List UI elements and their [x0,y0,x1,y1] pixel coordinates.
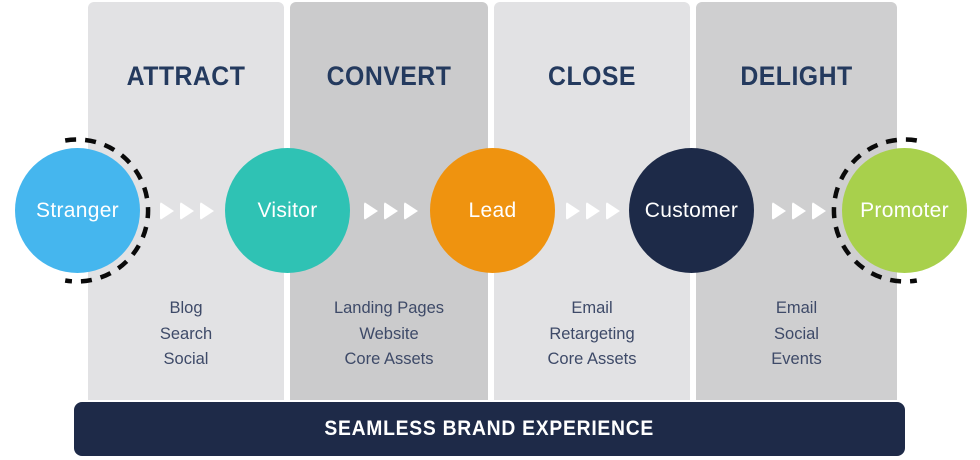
stage-channels-attract: Blog Search Social [88,296,284,373]
channel-item: Email [571,299,613,317]
persona-visitor: Visitor [225,148,350,273]
channel-item: Landing Pages [333,299,445,317]
persona-label: Stranger [36,198,119,222]
stage-channels-delight: Email Social Events [696,296,897,373]
arrow-right-icon [180,202,194,220]
persona-label: Customer [644,198,739,222]
flow-arrows-customer-to-promoter [772,202,826,220]
persona-circle: Lead [430,148,555,273]
channel-item: Core Assets [547,350,637,368]
arrow-right-icon [566,202,580,220]
persona-circle: Promoter [842,148,967,273]
channel-item: Email [775,299,818,317]
stage-channels-convert: Landing Pages Website Core Assets [290,296,488,373]
arrow-right-icon [384,202,398,220]
footer-banner-label: SEAMLESS BRAND EXPERIENCE [324,417,655,440]
arrow-right-icon [812,202,826,220]
persona-label: Lead [468,198,517,222]
persona-circle: Visitor [225,148,350,273]
persona-label: Promoter [860,198,949,222]
arrow-right-icon [606,202,620,220]
stage-title-attract: ATTRACT [126,61,246,91]
stage-channels-close: Email Retargeting Core Assets [494,296,690,373]
stage-title-close: CLOSE [548,61,636,91]
arrow-right-icon [160,202,174,220]
channel-item: Social [774,324,819,343]
flow-arrows-lead-to-customer [566,202,620,220]
channel-item: Blog [169,299,203,317]
arrow-right-icon [772,202,786,220]
channel-item: Search [159,324,213,343]
persona-circle: Stranger [15,148,140,273]
channel-item: Events [771,350,822,368]
arrow-right-icon [404,202,418,220]
stage-title-convert: CONVERT [326,61,452,91]
flow-arrows-visitor-to-lead [364,202,418,220]
arrow-right-icon [364,202,378,220]
persona-lead: Lead [430,148,555,273]
channel-item: Core Assets [344,350,434,368]
footer-banner: SEAMLESS BRAND EXPERIENCE [74,402,905,456]
persona-stranger: Stranger [15,137,151,284]
arrow-right-icon [792,202,806,220]
flow-arrows-stranger-to-visitor [160,202,214,220]
arrow-right-icon [200,202,214,220]
channel-item: Social [163,350,209,368]
channel-item: Website [359,324,419,343]
persona-label: Visitor [257,198,318,222]
channel-item: Retargeting [549,324,635,343]
persona-customer: Customer [629,148,754,273]
arrow-right-icon [586,202,600,220]
persona-promoter: Promoter [831,137,967,284]
persona-circle: Customer [629,148,754,273]
stage-title-delight: DELIGHT [740,61,853,91]
